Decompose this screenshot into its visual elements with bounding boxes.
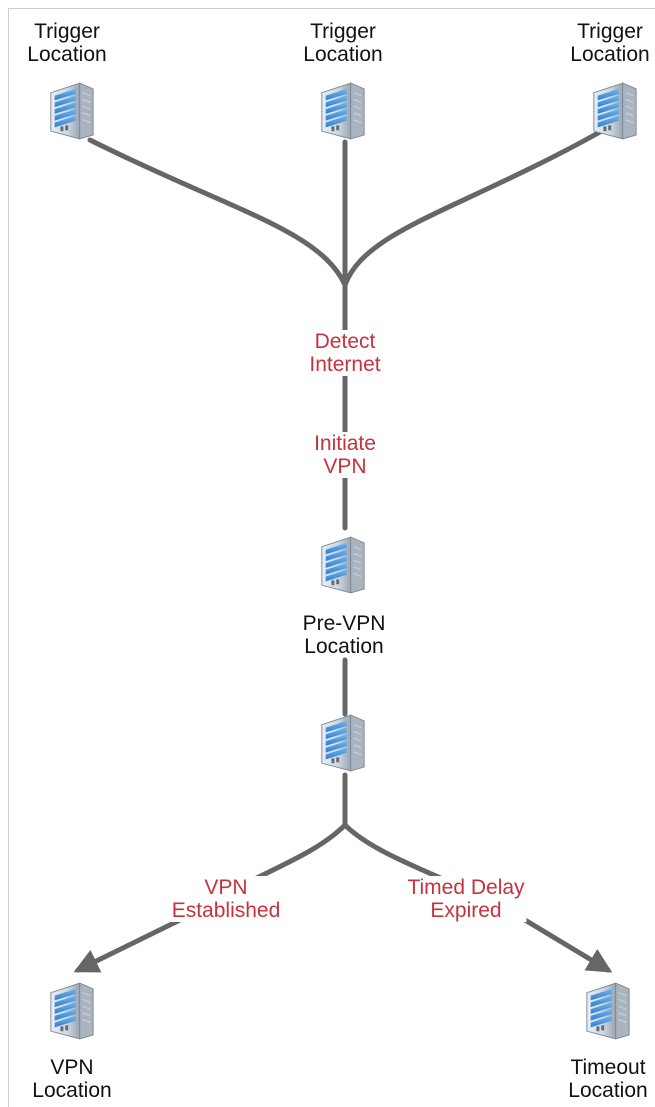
node-label-vpn: VPN Location bbox=[32, 1056, 111, 1102]
node-label-trigger-left: Trigger Location bbox=[27, 20, 106, 66]
server-building-icon bbox=[321, 536, 365, 594]
edge-label-line: Internet bbox=[309, 353, 381, 376]
server-building-icon bbox=[50, 982, 94, 1040]
node-label-line: Trigger bbox=[34, 20, 100, 43]
server-building-icon bbox=[593, 82, 637, 140]
edge-label-line: Detect bbox=[314, 330, 376, 353]
edge-label-line: VPN bbox=[204, 876, 248, 899]
node-label-line: Location bbox=[303, 43, 383, 66]
connector-trigger-left bbox=[87, 137, 348, 288]
node-label-pre-vpn: Pre-VPN Location bbox=[303, 612, 386, 658]
node-label-trigger-right: Trigger Location bbox=[570, 20, 649, 66]
node-label-line: Pre-VPN bbox=[302, 612, 386, 635]
edge-label-line: Initiate bbox=[314, 432, 376, 455]
edge-label-timed-delay-expired: Timed Delay Expired bbox=[405, 876, 527, 922]
edge-label-line: Established bbox=[171, 899, 281, 922]
edge-label-line: VPN bbox=[323, 455, 367, 478]
node-label-line: Trigger bbox=[310, 20, 376, 43]
server-building-icon bbox=[50, 82, 94, 140]
node-label-line: Location bbox=[27, 43, 107, 66]
node-label-line: Location bbox=[32, 1079, 112, 1102]
edge-label-detect-internet: Detect Internet bbox=[307, 330, 383, 376]
connector-trigger-right bbox=[342, 129, 603, 288]
node-label-line: Location bbox=[568, 1079, 648, 1102]
node-label-line: VPN bbox=[50, 1056, 94, 1079]
node-label-line: Location bbox=[304, 635, 384, 658]
edge-label-vpn-established: VPN Established bbox=[169, 876, 283, 922]
server-building-icon bbox=[586, 982, 630, 1040]
edge-label-line: Expired bbox=[430, 899, 502, 922]
edge-label-initiate-vpn: Initiate VPN bbox=[312, 432, 378, 478]
server-building-icon bbox=[321, 714, 365, 772]
node-label-line: Timeout bbox=[570, 1056, 646, 1079]
edge-label-line: Timed Delay bbox=[407, 876, 525, 899]
node-label-trigger-center: Trigger Location bbox=[303, 20, 382, 66]
node-label-line: Trigger bbox=[577, 20, 643, 43]
server-building-icon bbox=[321, 82, 365, 140]
node-label-line: Location bbox=[570, 43, 650, 66]
diagram-frame bbox=[8, 8, 655, 1107]
node-label-timeout: Timeout Location bbox=[568, 1056, 647, 1102]
